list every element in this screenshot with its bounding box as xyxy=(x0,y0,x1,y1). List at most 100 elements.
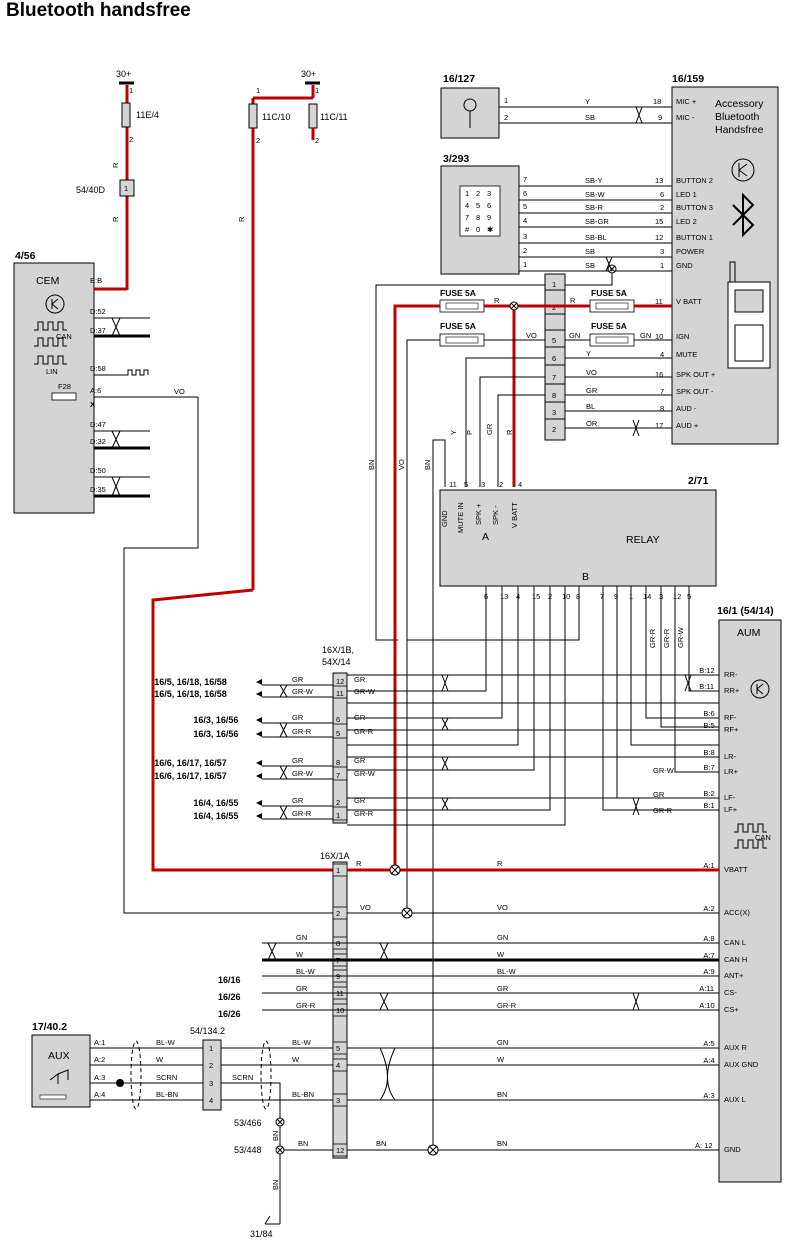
svg-text:X: X xyxy=(90,400,95,409)
svg-text:R: R xyxy=(570,296,576,305)
aum-pin-label: RR- xyxy=(724,670,738,679)
conn-16x1a-pin: 2 xyxy=(336,909,340,918)
conn-16x1b-pin: 2 xyxy=(336,798,340,807)
svg-text:AUD -: AUD - xyxy=(676,404,697,413)
svg-text:16/26: 16/26 xyxy=(218,1009,241,1019)
svg-text:BN: BN xyxy=(497,1090,507,1099)
svg-text:GR-R: GR-R xyxy=(497,1001,517,1010)
svg-text:GR: GR xyxy=(485,423,494,435)
svg-text:7: 7 xyxy=(660,387,664,396)
svg-text:8: 8 xyxy=(576,592,580,601)
aum-pin-id: B:8 xyxy=(703,748,714,757)
svg-text:10: 10 xyxy=(655,332,663,341)
svg-text:SB-BL: SB-BL xyxy=(585,233,607,242)
svg-text:D:52: D:52 xyxy=(90,307,106,316)
svg-text:14: 14 xyxy=(643,592,651,601)
svg-text:7: 7 xyxy=(523,175,527,184)
svg-text:GR-W: GR-W xyxy=(653,766,675,775)
svg-text:1: 1 xyxy=(124,184,128,193)
svg-text:53/466: 53/466 xyxy=(234,1118,262,1128)
svg-text:30+: 30+ xyxy=(116,69,131,79)
aum-pin-id: B:7 xyxy=(703,763,714,772)
svg-text:5: 5 xyxy=(464,480,468,489)
aum-pin-id: A:9 xyxy=(703,967,714,976)
svg-text:4: 4 xyxy=(465,201,469,210)
svg-text:BN: BN xyxy=(376,1139,386,1148)
conn-16x1b-wire-right: GR-R xyxy=(354,727,374,736)
svg-text:VO: VO xyxy=(586,368,597,377)
svg-text:11C/10: 11C/10 xyxy=(262,112,290,122)
svg-text:GN: GN xyxy=(569,331,580,340)
svg-text:2: 2 xyxy=(315,136,319,145)
svg-text:7: 7 xyxy=(600,592,604,601)
aum-pin-id: A:4 xyxy=(703,1056,714,1065)
conn-16x1b-wire: GR xyxy=(292,756,304,765)
lower-bus-wiring: R R VO VO GN GN W W BL-W BL-W GR GR GR-R… xyxy=(262,859,719,1156)
svg-text:Bluetooth: Bluetooth xyxy=(715,111,760,123)
svg-text:31/84: 31/84 xyxy=(250,1229,273,1239)
svg-text:GND: GND xyxy=(440,510,449,527)
svg-text:R: R xyxy=(494,296,500,305)
svg-text:1: 1 xyxy=(552,280,556,289)
svg-text:SPK +: SPK + xyxy=(474,503,483,525)
svg-text:6: 6 xyxy=(523,189,527,198)
svg-text:GN: GN xyxy=(497,933,508,942)
svg-text:BL-BN: BL-BN xyxy=(292,1090,314,1099)
svg-text:2/71: 2/71 xyxy=(688,475,709,487)
aum-pin-id: A:1 xyxy=(703,861,714,870)
svg-text:SB: SB xyxy=(585,261,595,270)
svg-text:SB-R: SB-R xyxy=(585,203,604,212)
other-refs: 16/16 16/26 16/26 xyxy=(218,975,241,1019)
svg-text:W: W xyxy=(497,950,505,959)
svg-text:FUSE 5A: FUSE 5A xyxy=(440,321,476,331)
aum-pin-id: A:10 xyxy=(699,1001,714,1010)
svg-text:3: 3 xyxy=(552,408,556,417)
svg-text:0: 0 xyxy=(476,225,480,234)
svg-text:BL: BL xyxy=(586,402,595,411)
svg-text:16/16: 16/16 xyxy=(218,975,241,985)
conn-16x1b-wire: GR xyxy=(292,713,304,722)
svg-text:BL-W: BL-W xyxy=(497,967,517,976)
intermediate-connector: 1 2 5 6 7 8 3 2 FUSE 5A FUSE 5A FUSE 5A … xyxy=(393,273,672,913)
svg-text:3: 3 xyxy=(660,247,664,256)
aum-pin-id: B:2 xyxy=(703,789,714,798)
svg-text:BL-BN: BL-BN xyxy=(156,1090,178,1099)
svg-text:6: 6 xyxy=(660,190,664,199)
svg-text:BUTTON 1: BUTTON 1 xyxy=(676,233,713,242)
svg-text:2: 2 xyxy=(499,480,503,489)
svg-text:SCRN: SCRN xyxy=(232,1073,253,1082)
svg-text:Handsfree: Handsfree xyxy=(715,124,764,136)
svg-text:GR: GR xyxy=(653,790,665,799)
svg-text:54X/14: 54X/14 xyxy=(322,657,351,667)
conn-16x1b-wire-right: GR-W xyxy=(354,769,376,778)
svg-text:CEM: CEM xyxy=(36,275,59,287)
svg-text:LED 2: LED 2 xyxy=(676,217,697,226)
aum-pin-id: A:7 xyxy=(703,951,714,960)
conn-16x1b-wire: GR-W xyxy=(292,687,314,696)
svg-text:13: 13 xyxy=(500,592,508,601)
svg-text:SB-Y: SB-Y xyxy=(585,176,603,185)
svg-text:F28: F28 xyxy=(58,382,71,391)
aum-pin-label: ACC(X) xyxy=(724,908,750,917)
svg-text:GR-R: GR-R xyxy=(648,628,657,648)
svg-text:2: 2 xyxy=(660,203,664,212)
svg-text:3: 3 xyxy=(481,480,485,489)
svg-text:5: 5 xyxy=(523,202,527,211)
aum-pin-id: B:11 xyxy=(699,682,714,691)
svg-text:1: 1 xyxy=(129,86,133,95)
svg-text:E:B: E:B xyxy=(90,276,102,285)
svg-text:R: R xyxy=(111,216,120,222)
supply-30-right: 30+ 1 1 11C/10 11C/11 2 2 R xyxy=(151,69,348,872)
aum-pin-label: LR- xyxy=(724,752,737,761)
relay-module: 2/71 RELAY A B GND MUTE IN SPK + SPK - V… xyxy=(432,423,717,1150)
aum-pin-label: CAN L xyxy=(724,938,746,947)
aum-pin-label: LF+ xyxy=(724,805,738,814)
svg-text:4: 4 xyxy=(523,216,527,225)
svg-text:✱: ✱ xyxy=(487,225,494,234)
ground-points: 53/466 53/448 BN BN 31/84 BN xyxy=(234,1117,333,1239)
conn-16x1b-wire: GR-R xyxy=(292,809,312,818)
svg-text:3: 3 xyxy=(523,232,527,241)
aum-pin-label: ANT+ xyxy=(724,971,744,980)
svg-text:15: 15 xyxy=(532,592,540,601)
